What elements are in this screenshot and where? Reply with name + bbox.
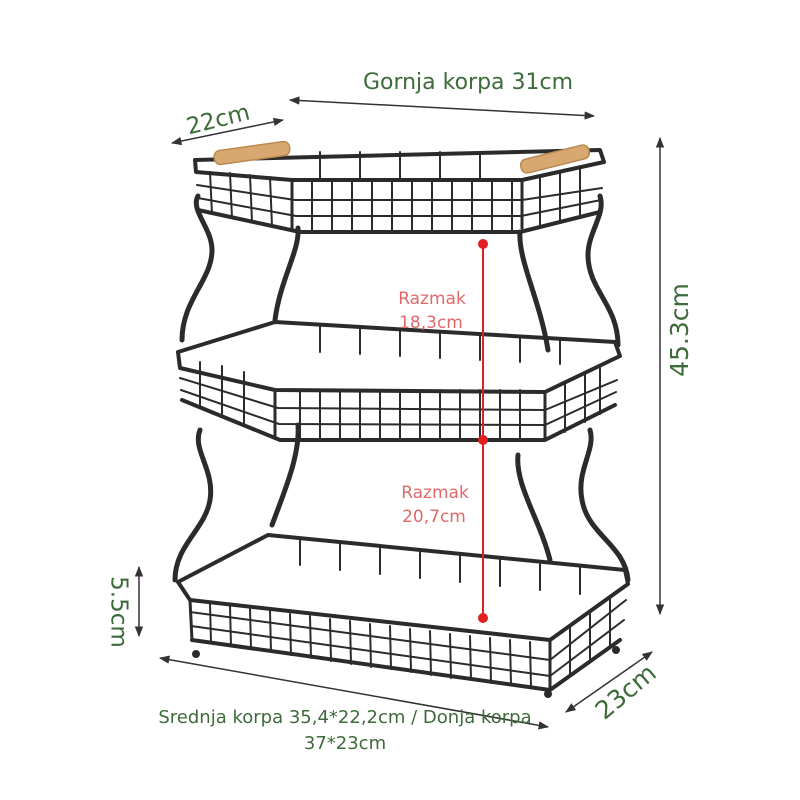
basket-height-label: 5.5cm	[106, 576, 132, 648]
left-frame-upper	[179, 193, 215, 343]
top-basket	[193, 140, 606, 234]
gap-point-bottom	[478, 613, 488, 623]
right-frame-upper-inner	[517, 229, 551, 353]
top-depth-arrow	[170, 117, 285, 146]
lower-gap-label: Razmak	[401, 483, 469, 503]
bottom-depth-arrow	[565, 651, 653, 713]
upper-gap-value: 18,3cm	[399, 313, 463, 333]
lower-gap-value: 20,7cm	[402, 507, 466, 527]
top-width-label: Gornja korpa 31cm	[363, 70, 573, 95]
right-wood-handle	[519, 144, 591, 174]
fruit-basket-rack	[172, 140, 631, 698]
bottom-depth-label: 23cm	[590, 658, 662, 725]
left-frame-upper-inner	[272, 225, 301, 323]
left-wood-handle	[213, 140, 291, 166]
right-frame-lower	[578, 427, 631, 583]
gap-markers	[478, 239, 488, 623]
left-frame-lower-inner	[269, 422, 301, 528]
top-depth-label: 22cm	[184, 100, 253, 141]
upper-gap-label: Razmak	[398, 289, 466, 309]
left-frame-lower	[172, 427, 214, 583]
bottom-width-arrow	[158, 655, 550, 730]
top-width-arrow	[288, 96, 596, 120]
right-frame-upper	[585, 193, 621, 348]
basket-size-caption: Srednja korpa 35,4*22,2cm / Donja korpa …	[158, 707, 532, 754]
gap-point-top	[478, 239, 488, 249]
height-label: 45.3cm	[665, 283, 694, 377]
dimension-lines	[134, 96, 665, 730]
right-frame-lower-inner	[515, 452, 553, 563]
middle-basket	[176, 320, 622, 442]
gap-point-middle	[478, 435, 488, 445]
